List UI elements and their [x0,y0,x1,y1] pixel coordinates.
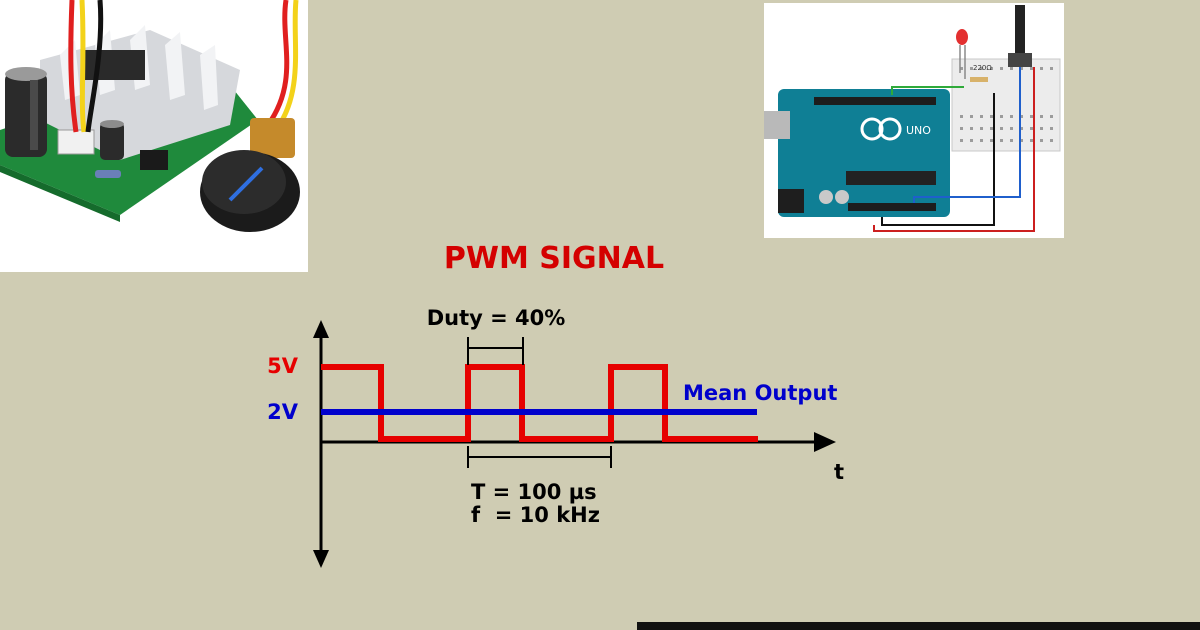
pwm-square-wave [321,364,758,442]
red-wire [873,67,1035,232]
black-wire [85,0,104,133]
breadboard [951,58,1061,152]
frequency-label: f = 10 kHz [471,503,600,527]
resistor-label: 220Ω [973,64,992,72]
red-led [956,29,968,79]
time-axis-label: t [834,460,844,484]
circuit-drawing: 220Ω UNO [764,5,1061,232]
potentiometer [1008,5,1032,67]
voltage-axis-arrow-down [313,550,329,568]
pwm-controller-photo [0,0,308,272]
pwm-controller-illustration [0,0,300,232]
board-brand-label: UNO [906,124,931,137]
mean-voltage-label: 2V [267,400,299,424]
green-wire [891,86,964,95]
yellow-wire [79,0,87,133]
mean-output-label: Mean Output [683,381,837,405]
blue-wire [913,67,1021,203]
black-wire [881,93,995,226]
diagram-title: PWM SIGNAL [444,241,664,276]
duty-cycle-bracket [467,337,524,365]
period-label: T = 100 µs [471,480,597,504]
high-voltage-label: 5V [267,354,299,378]
duty-label: Duty = 40% [427,306,566,330]
potentiometer-knob [200,118,300,232]
red-wire [68,0,79,133]
arduino-circuit-illustration: 220Ω UNO [764,3,1064,238]
bottom-edge-bar [637,622,1200,630]
arduino-uno-board: UNO [764,89,950,217]
resistor [970,77,988,82]
time-axis-arrow [814,432,836,452]
capacitor [5,67,47,157]
voltage-axis-arrow-up [313,320,329,338]
period-bracket [467,446,612,468]
